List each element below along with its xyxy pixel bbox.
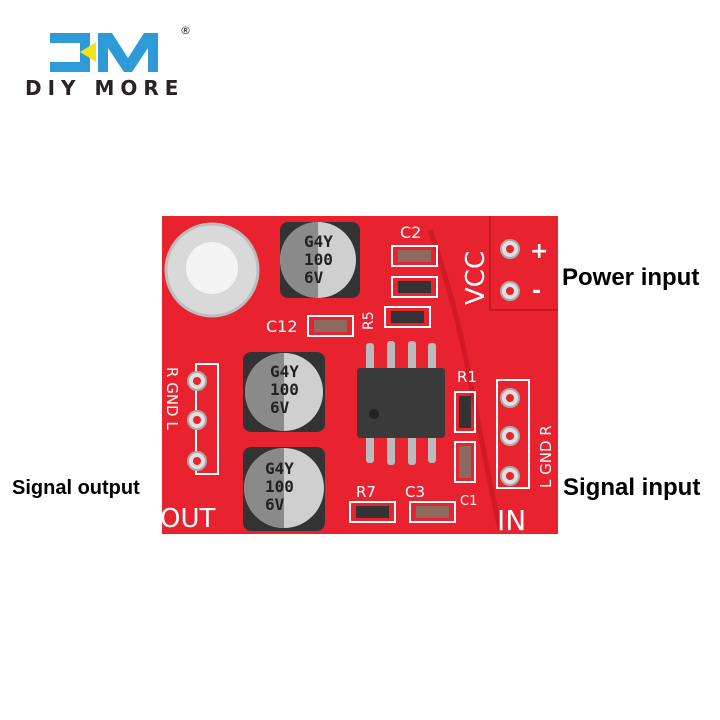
svg-text:100: 100 [270,380,299,399]
label-c12: C12 [266,317,298,336]
capacitor-middle [243,352,325,432]
label-minus: - [532,279,541,304]
label-plus: + [530,239,548,264]
label-in-pins: L GND R [537,425,555,488]
capacitor-bottom [243,447,325,531]
label-c3: C3 [405,483,425,501]
capacitor-top [280,222,360,298]
label-vcc: VCC [461,251,491,305]
svg-text:®: ® [180,24,191,37]
label-c2: C2 [400,223,421,242]
label-r1: R1 [457,368,477,386]
svg-text:6V: 6V [270,398,290,417]
label-out-pins: R GND L [163,367,181,430]
svg-text:100: 100 [265,477,294,496]
svg-text:6V: 6V [265,495,285,514]
power-input-label: Power input [562,264,700,291]
svg-text:G4Y: G4Y [270,362,299,381]
label-c1: C1 [460,494,477,509]
signal-output-label: Signal output [12,477,140,499]
svg-text:6V: 6V [304,268,324,287]
signal-input-label: Signal input [563,474,701,501]
label-out: OUT [160,504,215,534]
brand-logo: ® [20,20,200,110]
svg-text:G4Y: G4Y [265,459,294,478]
ic-chip [357,341,445,465]
label-in: IN [497,504,526,537]
label-r5: R5 [361,311,377,330]
brand-name: DIY MORE [25,76,185,100]
label-r7: R7 [356,483,376,501]
svg-text:G4Y: G4Y [304,232,333,251]
svg-text:100: 100 [304,250,333,269]
